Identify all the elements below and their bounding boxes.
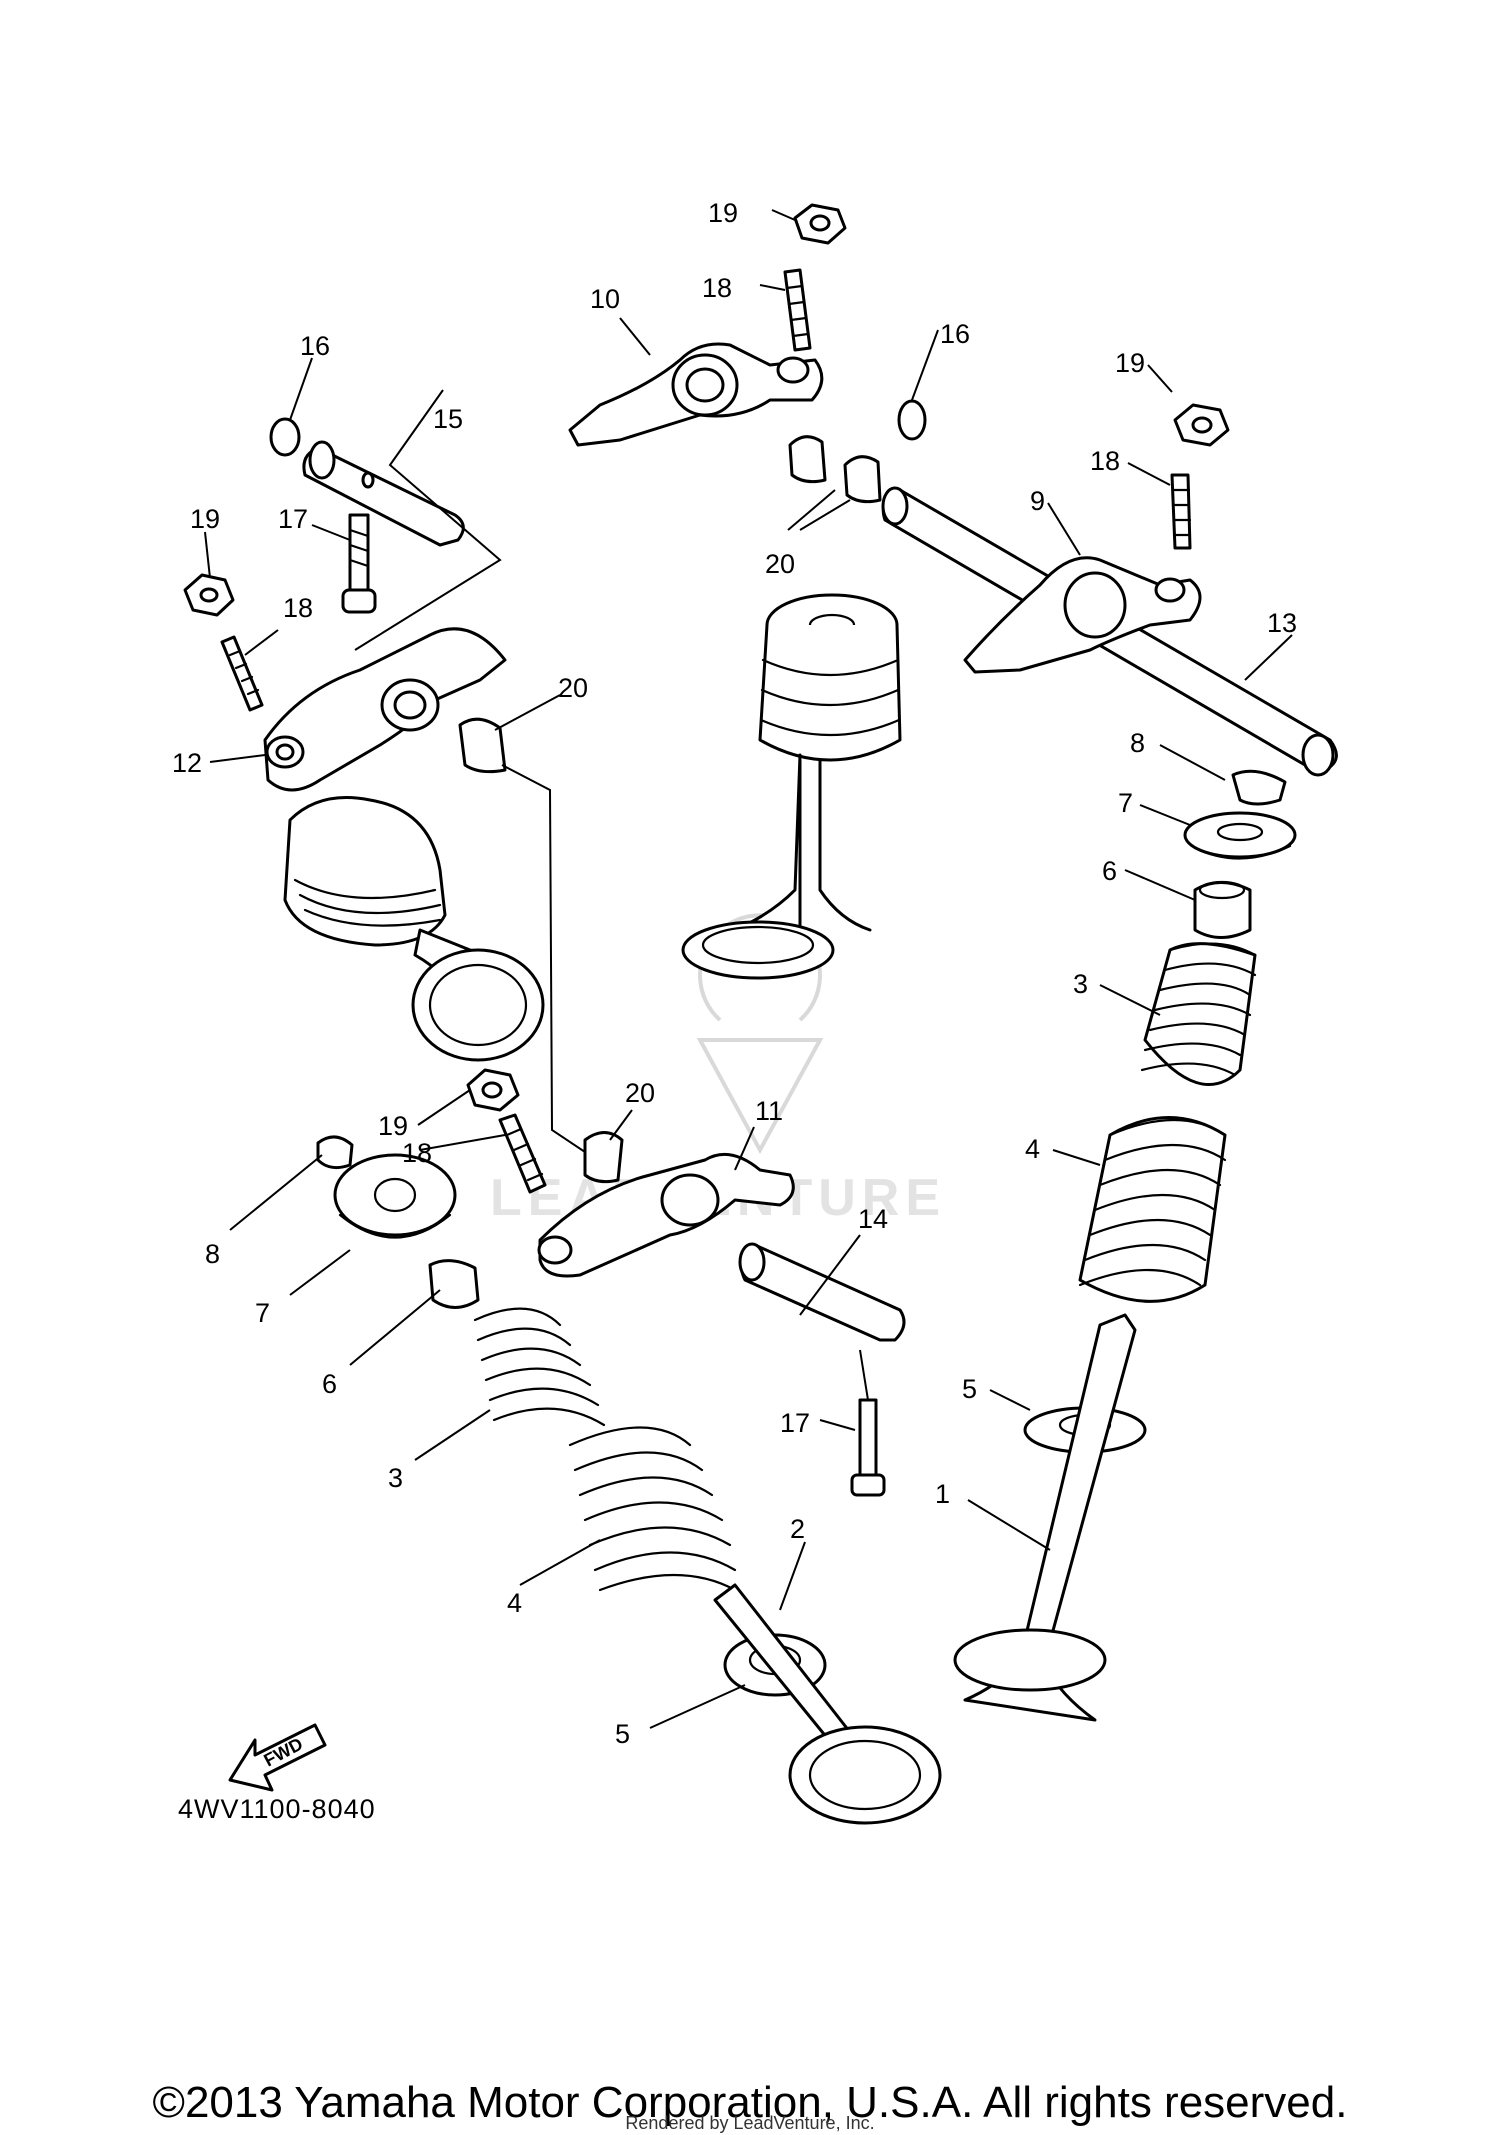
callout-labels: 19 18 10 16 15 16 19 18 9 20 13 19 17 18…	[172, 198, 1297, 1749]
callout-19-right: 19	[1115, 348, 1145, 378]
nut-19-top	[793, 203, 847, 245]
exhaust-valve-1	[953, 1313, 1137, 1722]
callout-10: 10	[590, 284, 620, 314]
stud-18-left-lower	[498, 1113, 547, 1194]
callout-5-left: 5	[615, 1719, 630, 1749]
stud-18-left-upper	[220, 635, 264, 712]
half-bushing-20-top-b	[843, 455, 882, 504]
cotter-8-left	[316, 1135, 354, 1170]
callout-3-left: 3	[388, 1463, 403, 1493]
seal-6-left	[428, 1259, 480, 1309]
nut-19-left-upper	[183, 573, 235, 617]
callout-2: 2	[790, 1514, 805, 1544]
rocker-arm-9	[963, 556, 1202, 674]
seal-6-right	[1193, 880, 1252, 939]
half-bushing-20-lower	[583, 1131, 624, 1184]
callout-8-left: 8	[205, 1239, 220, 1269]
callout-18-left-lower: 18	[402, 1138, 432, 1168]
callout-5-right: 5	[962, 1374, 977, 1404]
callout-15: 15	[433, 404, 463, 434]
callout-1: 1	[935, 1479, 950, 1509]
half-bushing-20-left	[458, 717, 507, 774]
callout-19-top: 19	[708, 198, 738, 228]
rocker-shaft-15	[302, 440, 465, 547]
rendered-by-credit: Rendered by LeadVenture, Inc.	[625, 2113, 875, 2133]
rocker-shaft-14	[738, 1242, 906, 1342]
callout-20-lower: 20	[625, 1078, 655, 1108]
rocker-arm-10	[568, 342, 824, 447]
bolt-17-upper	[341, 513, 377, 614]
callout-9: 9	[1030, 486, 1045, 516]
leader-20-link	[501, 764, 586, 1153]
callout-16-left: 16	[300, 331, 330, 361]
callout-6-left: 6	[322, 1369, 337, 1399]
retainer-7-left	[333, 1153, 457, 1239]
bolt-17-lower	[850, 1398, 886, 1497]
part-code: 4WV1100-8040	[178, 1794, 376, 1824]
callout-12: 12	[172, 748, 202, 778]
callout-11: 11	[755, 1096, 783, 1126]
callout-18-top: 18	[702, 273, 732, 303]
callout-19-left-upper: 19	[190, 504, 220, 534]
rocker-arm-11	[537, 1152, 795, 1278]
callout-18-left-upper: 18	[283, 593, 313, 623]
callout-13: 13	[1267, 608, 1297, 638]
cotter-8-right	[1231, 769, 1287, 806]
copyright-notice: ©2013 Yamaha Motor Corporation, U.S.A. A…	[152, 2078, 1348, 2127]
o-ring-16-right	[897, 399, 927, 441]
o-ring-16-left	[269, 417, 301, 457]
leader-lines	[204, 209, 1293, 1729]
callout-18-right: 18	[1090, 446, 1120, 476]
callout-14: 14	[858, 1204, 888, 1234]
callout-17-lower: 17	[780, 1408, 810, 1438]
callout-4-right: 4	[1025, 1134, 1040, 1164]
nut-19-left-lower	[466, 1068, 520, 1112]
callout-6-right: 6	[1102, 856, 1117, 886]
spring-3-right	[1140, 942, 1257, 1086]
callout-3-right: 3	[1073, 969, 1088, 999]
callout-8-right: 8	[1130, 728, 1145, 758]
callout-7-left: 7	[255, 1298, 270, 1328]
spring-4-left	[568, 1426, 737, 1592]
stud-18-right	[1170, 473, 1192, 550]
spring-3-left	[473, 1307, 606, 1427]
callout-4-left: 4	[507, 1588, 522, 1618]
callout-17-upper: 17	[278, 504, 308, 534]
spring-4-right	[1078, 1116, 1227, 1303]
callout-20-top: 20	[765, 549, 795, 579]
fwd-arrow-icon: FWD	[228, 1723, 327, 1792]
intake-valve-2	[713, 1583, 942, 1825]
rocker-arm-12	[263, 627, 507, 792]
half-bushing-20-top-a	[788, 435, 827, 484]
intake-valve-center	[681, 593, 902, 980]
exhaust-valve-left	[283, 796, 545, 1062]
nut-19-right	[1173, 403, 1230, 447]
callout-16-right: 16	[940, 319, 970, 349]
callout-7-right: 7	[1118, 788, 1133, 818]
stud-18-top	[783, 268, 812, 352]
callout-19-left-lower: 19	[378, 1111, 408, 1141]
callout-20-left: 20	[558, 673, 588, 703]
retainer-7-right	[1183, 811, 1297, 860]
